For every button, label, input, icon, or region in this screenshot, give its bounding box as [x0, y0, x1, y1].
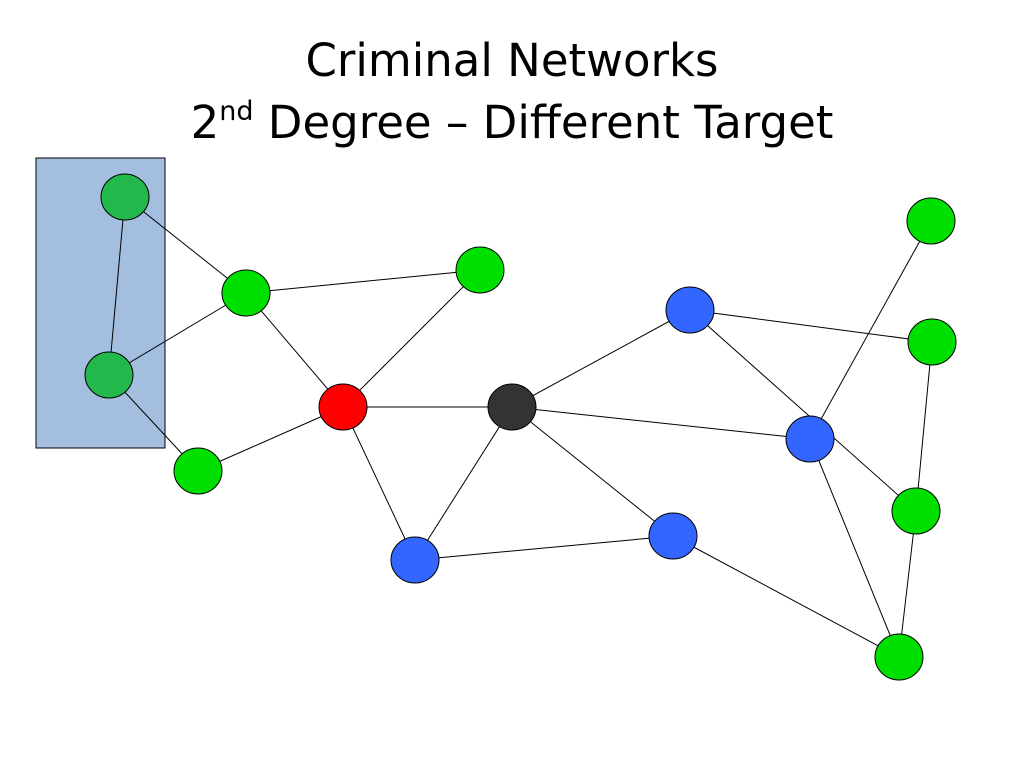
edge-g4-target [342, 269, 481, 408]
edge-target-b1 [342, 406, 416, 561]
title-line-2: 2nd Degree – Different Target [0, 92, 1024, 154]
node-b4 [665, 286, 715, 334]
node-g5 [173, 447, 223, 495]
edges-layer [108, 196, 933, 658]
edge-g1-g2 [108, 196, 126, 376]
edge-g7-g8 [915, 341, 933, 512]
node-g4 [455, 246, 505, 294]
edge-g2-g3 [108, 292, 247, 376]
edge-b3-g9 [809, 438, 900, 658]
node-g6 [906, 197, 956, 245]
node-b1 [390, 536, 440, 584]
node-g8 [891, 487, 941, 535]
edge-g8-g9 [898, 510, 917, 658]
node-g3 [221, 269, 271, 317]
edge-b4-g7 [689, 309, 933, 343]
edge-b1-b2 [414, 535, 674, 561]
title-line-2-text: Degree – Different Target [253, 96, 834, 149]
title-ordinal-number: 2 [190, 96, 220, 149]
edge-hub-b4 [511, 309, 691, 408]
edge-g3-target [245, 292, 344, 408]
node-g9 [874, 633, 924, 681]
edge-hub-b3 [511, 406, 811, 440]
edge-hub-b2 [511, 406, 674, 537]
node-g1 [100, 173, 150, 221]
edge-g5-target [197, 406, 344, 472]
edge-b2-g9 [672, 535, 900, 658]
edge-b1-hub [414, 406, 513, 561]
node-g7 [907, 318, 957, 366]
edge-b3-g6 [809, 220, 932, 440]
node-target [318, 383, 368, 431]
title-ordinal-suffix: nd [219, 96, 254, 127]
node-g2 [84, 351, 134, 399]
slide-title: Criminal Networks 2nd Degree – Different… [0, 30, 1024, 154]
title-line-1: Criminal Networks [305, 34, 719, 87]
node-hub [487, 383, 537, 431]
edge-b4-g8 [689, 309, 917, 512]
node-b3 [785, 415, 835, 463]
edge-g1-g3 [124, 196, 247, 294]
nodes-layer [84, 173, 957, 681]
node-b2 [648, 512, 698, 560]
edge-g3-g4 [245, 269, 481, 294]
